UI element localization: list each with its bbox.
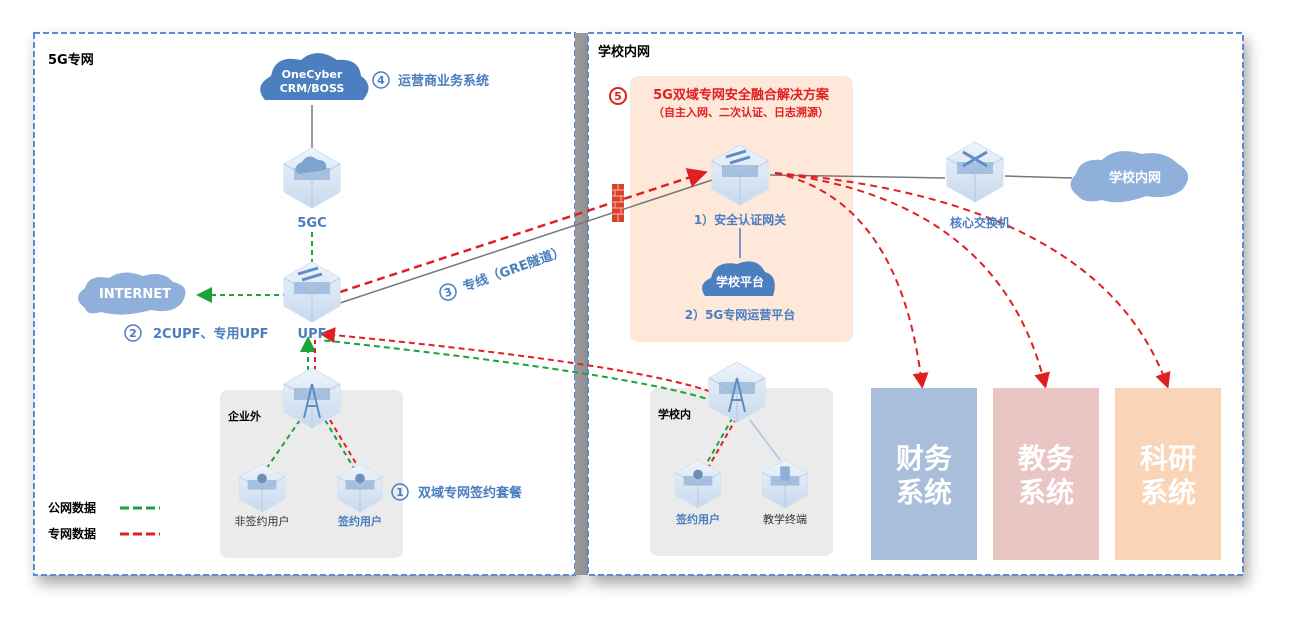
school-platform-cloud-label: 学校平台	[716, 274, 764, 289]
link-switch-intranet	[1004, 175, 1073, 179]
solution-number: 5	[614, 90, 622, 103]
panel-divider	[575, 33, 588, 575]
enterprise-outside-title: 企业外	[227, 409, 261, 423]
link-gre-tunnel	[339, 179, 713, 304]
link-to-finance	[774, 172, 929, 389]
solution-title: 5G双域专网安全融合解决方案	[653, 87, 830, 103]
system-label-finance-line1: 财务	[896, 442, 952, 475]
link-private-data-tunnel	[339, 168, 708, 294]
crm-number-circle	[372, 71, 390, 89]
solution-number-circle	[609, 87, 627, 105]
system-box-research	[1115, 388, 1221, 560]
tunnel-number: 3	[442, 285, 454, 300]
school-inside-title: 学校内	[658, 407, 691, 421]
system-label-academic-line1: 教务	[1018, 442, 1074, 475]
crm-cloud-line1: OneCyber	[282, 68, 343, 81]
panel-title-right: 学校内网	[598, 44, 650, 60]
system-label-academic-line2: 系统	[1018, 476, 1074, 509]
link-to-research	[774, 172, 1171, 389]
school-tower-icon	[708, 361, 766, 423]
link-school-tower-upf-public	[319, 339, 734, 411]
system-box-academic	[993, 388, 1099, 560]
package-label: 双域专网签约套餐	[418, 485, 523, 501]
link-tower-user-b-public	[324, 419, 359, 476]
link-school-tower-terminal	[749, 419, 781, 461]
firewall-icon	[612, 184, 624, 222]
upf-router-icon	[283, 261, 341, 323]
legend: 公网数据 专网数据	[48, 500, 160, 541]
enterprise-tower-icon	[283, 367, 341, 429]
link-tower-user-a	[261, 419, 301, 476]
crm-label: 运营商业务系统	[398, 73, 489, 89]
crm-number: 4	[377, 74, 385, 87]
teaching-terminal-label: 教学终端	[763, 512, 807, 526]
legend-public-label: 公网数据	[48, 500, 96, 515]
system-label-research-line2: 系统	[1140, 476, 1196, 509]
upf-number: 2	[129, 327, 137, 340]
solution-subtitle: （自主入网、二次认证、日志溯源）	[653, 105, 829, 119]
legend-private-label: 专网数据	[48, 526, 96, 541]
school-subscribed-user-label: 签约用户	[675, 512, 720, 526]
internet-label: INTERNET	[99, 287, 171, 302]
system-box-finance	[871, 388, 977, 560]
crm-cloud: OneCyber CRM/BOSS	[260, 53, 369, 100]
upf-number-circle	[124, 324, 142, 342]
link-to-academic	[774, 172, 1050, 389]
school-intranet-cloud: 学校内网	[1070, 151, 1189, 203]
core-switch-label: 核心交换机	[950, 215, 1010, 230]
system-label-research-line1: 科研	[1140, 442, 1196, 475]
upf-label: UPF	[298, 327, 327, 342]
security-gateway-icon	[711, 144, 769, 206]
package-number: 1	[396, 486, 404, 499]
solution-box	[630, 76, 853, 342]
crm-cloud-line2: CRM/BOSS	[280, 82, 345, 95]
link-school-tower-user-public	[699, 409, 738, 476]
enterprise-outside-box	[220, 390, 403, 558]
teaching-terminal-icon	[762, 459, 808, 509]
school-platform-label: 2）5G专网运营平台	[685, 307, 796, 322]
panel-title-left: 5G专网	[48, 52, 94, 68]
non-subscribed-user-icon	[239, 463, 285, 513]
core-switch-icon	[946, 141, 1004, 203]
school-subscribed-user-icon	[675, 459, 721, 509]
link-tower-user-b-private	[329, 419, 364, 476]
subscribed-user-icon	[337, 463, 383, 513]
internet-cloud: INTERNET	[78, 272, 186, 315]
5gc-cloud-icon	[283, 147, 341, 209]
package-number-circle	[391, 483, 409, 501]
non-subscribed-user-label: 非签约用户	[235, 514, 290, 528]
5gc-label: 5GC	[297, 216, 326, 231]
upf-desc-label: 2CUPF、专用UPF	[153, 326, 269, 342]
school-inside-box	[650, 388, 833, 556]
gateway-label: 1）安全认证网关	[694, 212, 786, 227]
school-platform-cloud: 学校平台	[702, 261, 775, 296]
tunnel-number-circle	[439, 283, 457, 301]
subscribed-user-label: 签约用户	[337, 514, 382, 528]
system-label-finance-line2: 系统	[896, 476, 952, 509]
school-intranet-cloud-label: 学校内网	[1109, 170, 1161, 186]
